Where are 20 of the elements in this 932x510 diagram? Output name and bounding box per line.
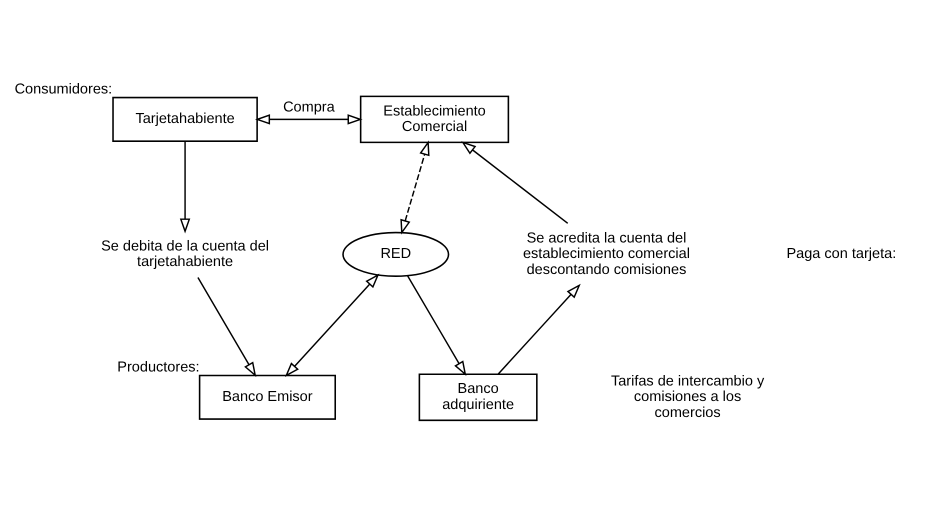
node-box: Establecimiento Comercial <box>360 96 510 144</box>
node-text: Se debita de la cuenta del tarjetahabiente <box>101 238 270 270</box>
label: Tarifas de intercambio y comisiones a los comercios <box>610 373 764 421</box>
arrow <box>197 277 256 378</box>
node-ellipse: RED <box>342 232 450 277</box>
arrow <box>498 284 581 375</box>
arrow <box>180 141 190 234</box>
node-label: Productores: <box>117 359 200 376</box>
arrow <box>284 274 380 377</box>
node-box: Banco Emisor <box>198 374 336 420</box>
arrow <box>461 141 568 224</box>
node-text: Se acredita la cuenta del establecimiento comercial descontando comisiones <box>522 230 690 278</box>
node-box: Banco adquiriente <box>418 373 538 422</box>
arrow <box>400 140 430 235</box>
node-box: Tarjetahabiente <box>112 96 258 142</box>
arrow <box>255 114 363 125</box>
arrow <box>406 275 466 376</box>
edge-label: Compra <box>283 100 335 116</box>
label: Paga con tarjeta: <box>786 246 896 262</box>
node-label: Consumidores: <box>14 81 112 98</box>
